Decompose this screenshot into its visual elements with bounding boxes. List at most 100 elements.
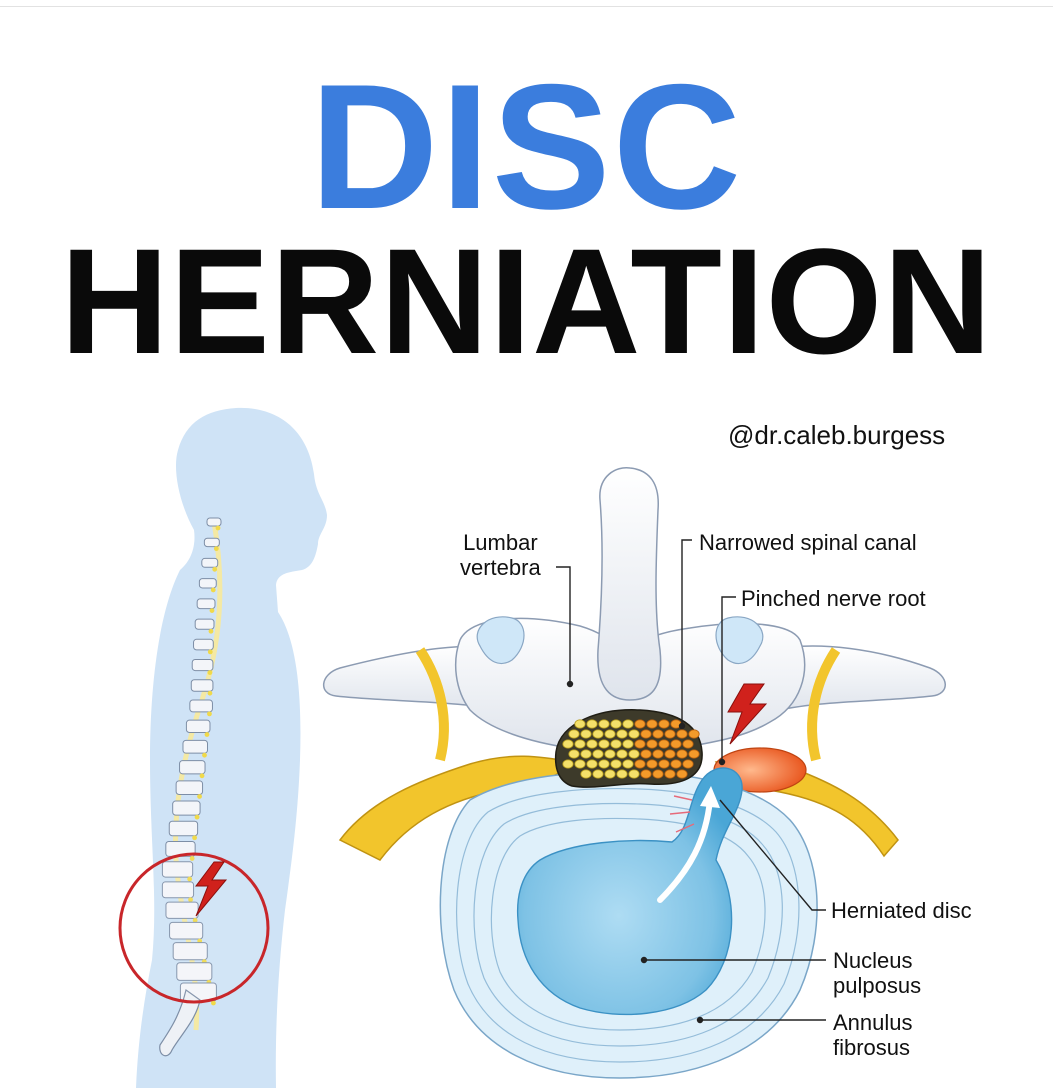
nerve-fiber bbox=[616, 749, 628, 759]
vertebra bbox=[191, 659, 214, 672]
nerve-fiber bbox=[628, 749, 640, 759]
vertebra bbox=[203, 537, 220, 548]
disc-dot bbox=[188, 897, 193, 903]
nerve-fiber bbox=[682, 739, 694, 749]
title-disc: DISC bbox=[309, 47, 744, 246]
nerve-fiber bbox=[580, 769, 592, 779]
title-herniation: HERNIATION bbox=[60, 217, 993, 385]
nerve-fiber bbox=[628, 769, 640, 779]
nerve-fiber bbox=[574, 719, 586, 729]
nerve-fiber bbox=[604, 729, 616, 739]
vertebra bbox=[189, 699, 213, 713]
disc-dot bbox=[209, 608, 215, 614]
author-handle: @dr.caleb.burgess bbox=[728, 420, 946, 450]
nerve-fiber bbox=[664, 729, 676, 739]
nerve-fiber bbox=[586, 719, 598, 729]
nerve-fiber bbox=[592, 769, 604, 779]
nerve-fiber bbox=[622, 739, 634, 749]
nerve-fiber bbox=[658, 739, 670, 749]
nerve-fiber bbox=[646, 759, 658, 769]
lightning-bolt-icon bbox=[727, 683, 768, 745]
nerve-fiber bbox=[604, 749, 616, 759]
label-pinched-nerve-root: Pinched nerve root bbox=[741, 586, 926, 611]
nerve-fiber bbox=[610, 759, 622, 769]
nerve-fiber bbox=[664, 769, 676, 779]
leader-lines bbox=[556, 539, 826, 1024]
disc-dot bbox=[187, 876, 193, 882]
nerve-fiber bbox=[568, 749, 580, 759]
disc-dot bbox=[194, 814, 200, 820]
disc-dot bbox=[207, 670, 213, 675]
spinal-canal bbox=[554, 709, 703, 788]
nerve-fiber bbox=[664, 749, 676, 759]
nerve-fiber bbox=[682, 759, 694, 769]
nerve-fiber bbox=[652, 769, 664, 779]
nerve-fiber bbox=[622, 719, 634, 729]
nerve-fiber bbox=[670, 759, 682, 769]
nerve-fiber bbox=[598, 759, 610, 769]
vertebra bbox=[172, 942, 208, 961]
nerve-fiber bbox=[562, 759, 574, 769]
vertebra bbox=[185, 719, 211, 734]
vertebra bbox=[196, 598, 216, 610]
vertebra bbox=[206, 517, 222, 527]
label-lumbar-vertebra: Lumbar vertebra bbox=[460, 530, 541, 580]
nerve-fiber bbox=[658, 719, 670, 729]
disc-dot bbox=[197, 794, 202, 799]
vertebra bbox=[179, 760, 206, 775]
nerve-fiber bbox=[634, 739, 646, 749]
nerve-fiber bbox=[676, 729, 688, 739]
label-narrowed-spinal-canal: Narrowed spinal canal bbox=[699, 530, 917, 555]
vertebra-stack bbox=[161, 517, 222, 1006]
vertebra bbox=[176, 962, 213, 981]
nerve-fiber bbox=[610, 739, 622, 749]
spine-column bbox=[159, 517, 223, 1057]
vertebra bbox=[193, 638, 214, 651]
disc-dot bbox=[207, 711, 212, 717]
vertebra bbox=[169, 921, 204, 940]
disc-dot bbox=[210, 587, 216, 593]
top-divider bbox=[0, 6, 1053, 7]
disc-dot bbox=[207, 649, 213, 655]
vertebra bbox=[172, 800, 201, 816]
disc-dot bbox=[204, 732, 210, 737]
disc-dot bbox=[192, 835, 198, 841]
vertebra bbox=[168, 820, 199, 837]
nerve-fiber bbox=[592, 749, 604, 759]
arrow-up-icon bbox=[657, 786, 720, 903]
nerve-fiber bbox=[676, 769, 688, 779]
nerve-fiber bbox=[580, 729, 592, 739]
nerve-fiber bbox=[610, 719, 622, 729]
nerve-fiber bbox=[574, 739, 586, 749]
nerve-fiber bbox=[676, 749, 688, 759]
disc-dot bbox=[207, 690, 213, 696]
lightning-bolt-icon bbox=[195, 861, 228, 917]
intervertebral-disc bbox=[439, 767, 818, 1079]
vertebra bbox=[201, 557, 219, 568]
nerve-fiber bbox=[568, 729, 580, 739]
disc-dot bbox=[199, 773, 205, 779]
nerve-fiber bbox=[598, 739, 610, 749]
nerve-fiber bbox=[574, 759, 586, 769]
nerve-fiber bbox=[580, 749, 592, 759]
nerve-fiber bbox=[652, 749, 664, 759]
nerve-fiber bbox=[634, 759, 646, 769]
nerve-fiber bbox=[622, 759, 634, 769]
nerve-fiber bbox=[586, 759, 598, 769]
nerve-fiber bbox=[562, 739, 574, 749]
disc-dot bbox=[192, 917, 198, 923]
nerve-fiber bbox=[646, 739, 658, 749]
disc-dot bbox=[212, 566, 218, 572]
nerve-fiber bbox=[586, 739, 598, 749]
nerve-fiber bbox=[688, 729, 700, 739]
nerve-fiber bbox=[598, 719, 610, 729]
nerve-fiber bbox=[592, 729, 604, 739]
nerve-fiber bbox=[670, 739, 682, 749]
nucleus-pulposus bbox=[516, 767, 743, 1016]
nerve-fiber bbox=[634, 719, 646, 729]
nerve-fiber bbox=[604, 769, 616, 779]
vertebra bbox=[161, 881, 195, 899]
label-herniated-disc: Herniated disc bbox=[831, 898, 972, 923]
disc-dot bbox=[202, 752, 207, 758]
nerve-fiber bbox=[688, 749, 700, 759]
